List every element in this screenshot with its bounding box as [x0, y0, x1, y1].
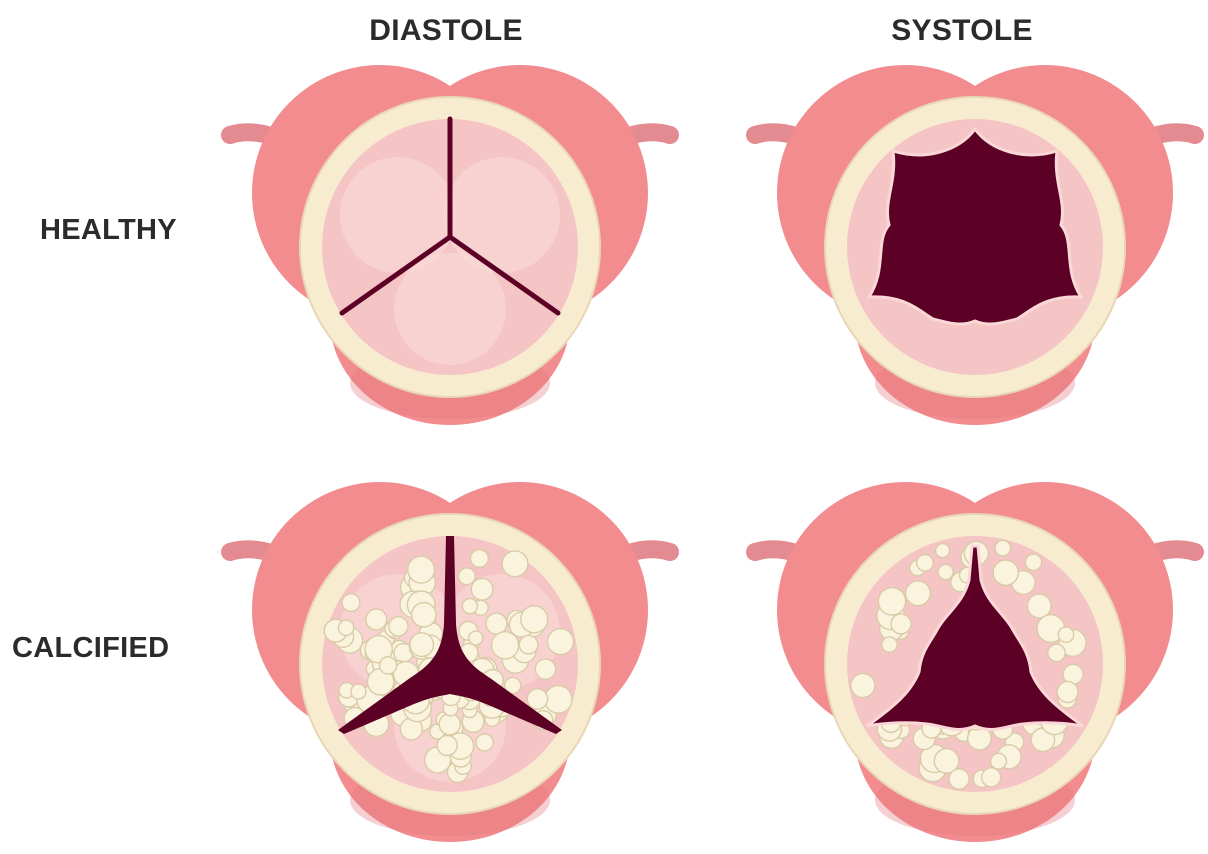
calcium-nodule [389, 617, 408, 636]
calcium-nodule [471, 578, 493, 600]
calcium-nodule [458, 568, 475, 585]
calcium-nodule [1025, 554, 1041, 570]
calcium-nodule [936, 544, 950, 558]
calcium-nodule [366, 609, 387, 630]
column-label-systole: SYSTOLE [822, 14, 1102, 48]
calcium-nodule [351, 684, 366, 699]
calcium-nodule [1058, 627, 1073, 642]
leaflet-bottom [394, 253, 506, 365]
calcium-nodule [535, 659, 555, 679]
calcium-nodule [410, 633, 434, 657]
valve-calcified-diastole [215, 482, 685, 847]
valve-healthy-systole [740, 65, 1208, 430]
calcium-nodule [1048, 644, 1065, 661]
calcium-nodule [469, 631, 483, 645]
calcium-nodule [502, 551, 528, 577]
calcium-nodule [527, 689, 547, 709]
calcium-nodule [471, 550, 489, 568]
calcium-nodule [519, 635, 538, 654]
calcium-nodule [938, 564, 953, 579]
calcium-nodule [1057, 681, 1078, 702]
calcium-nodule [1027, 594, 1051, 618]
calcium-nodule [995, 540, 1011, 556]
calcium-nodule [439, 714, 460, 735]
calcium-nodule [521, 606, 548, 633]
calcium-nodule [412, 603, 436, 627]
valve-healthy-diastole [215, 65, 685, 430]
calcium-nodule [338, 620, 353, 635]
open-leaflets [869, 129, 1081, 324]
calcium-nodule [949, 769, 969, 789]
column-label-diastole: DIASTOLE [306, 14, 586, 48]
row-label-healthy: HEALTHY [40, 214, 177, 247]
calcium-nodule [462, 599, 477, 614]
calcium-nodule [891, 614, 911, 634]
calcium-nodule [476, 734, 493, 751]
calcium-nodule [492, 632, 519, 659]
calcium-nodule [851, 673, 875, 697]
calcium-nodule [993, 560, 1018, 585]
calcium-nodule [917, 555, 934, 572]
open-orifice [869, 129, 1081, 324]
calcium-nodule [991, 753, 1007, 769]
calcium-nodule [380, 657, 397, 674]
calcium-nodule [437, 736, 457, 756]
calcium-nodule [342, 594, 360, 612]
row-label-calcified: CALCIFIED [12, 632, 169, 665]
valve-calcified-systole [740, 482, 1208, 847]
calcium-nodule [548, 629, 574, 655]
calcium-nodule [878, 588, 905, 615]
calcium-nodule [408, 556, 435, 583]
calcium-nodule [882, 637, 897, 652]
calcium-nodule [906, 581, 931, 606]
calcium-nodule [982, 768, 1001, 787]
calcium-nodule [545, 686, 573, 714]
calcium-nodule [486, 613, 507, 634]
